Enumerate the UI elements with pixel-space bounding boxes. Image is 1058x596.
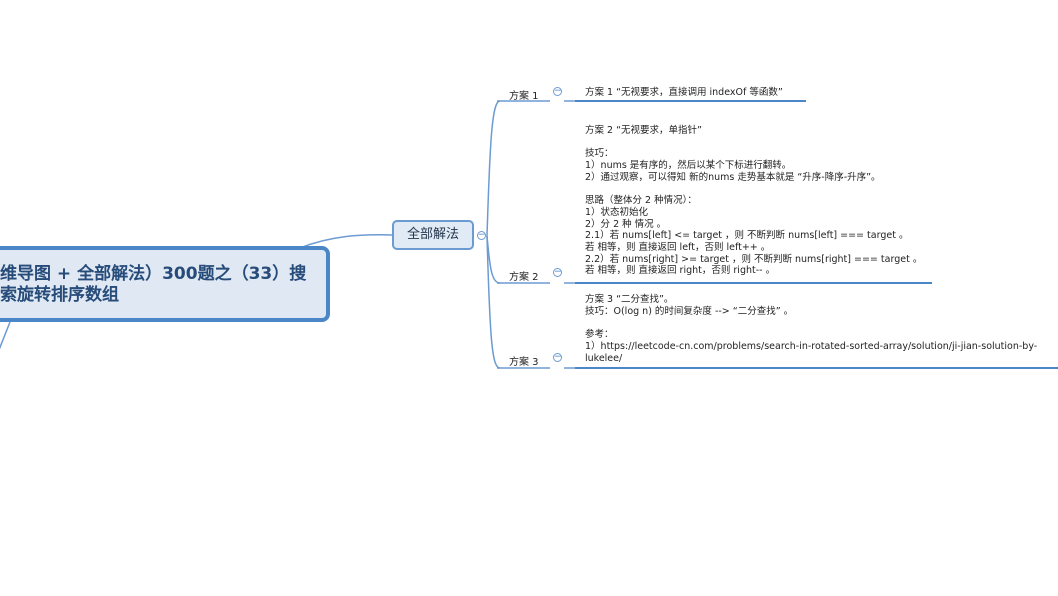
note-line <box>585 317 1037 329</box>
note-line <box>585 184 922 196</box>
note-line: 方案 1 “无视要求，直接调用 indexOf 等函数” <box>585 87 783 98</box>
note-line: 若 相等，则 直接返回 left，否则 left++ 。 <box>585 242 771 253</box>
scheme-1-note[interactable]: 方案 1 “无视要求，直接调用 indexOf 等函数” <box>585 87 783 99</box>
note-line: 若 相等，则 直接返回 right，否则 right-- 。 <box>585 265 776 277</box>
note-line: lukelee/ <box>585 352 623 364</box>
note-line: 1）状态初始化 <box>585 206 649 218</box>
note-line: 2）通过观察，可以得知 新的nums 走势基本就是 “升序-降序-升序”。 <box>585 171 881 183</box>
scheme-1-label[interactable]: 方案 1 <box>509 91 539 102</box>
connector-root-branch <box>299 234 393 249</box>
branch-node-all-solutions[interactable]: 全部解法 <box>392 220 474 250</box>
connector-branch-scheme-3 <box>486 235 501 369</box>
root-topic-node[interactable]: 维导图 + 全部解法）300题之（33）搜 索旋转排序数组 <box>0 246 330 322</box>
connector-root-child <box>0 321 11 350</box>
note-line: 方案 3 “二分查找”。 <box>585 294 674 305</box>
collapse-branch-icon[interactable]: − <box>477 230 486 240</box>
note-line: 思路（整体分 2 种情况）： <box>585 195 697 207</box>
note-line: 1）https://leetcode-cn.com/problems/searc… <box>585 340 1038 352</box>
note-line: 2.1）若 nums[left] <= target ，则 不断判断 nums[… <box>585 230 909 242</box>
note-line <box>585 137 922 149</box>
scheme-2-note[interactable]: 方案 2 “无视要求，单指针” 技巧： 1）nums 是有序的，然后以某个下标进… <box>585 125 922 277</box>
note-line: 参考： <box>585 329 614 341</box>
collapse-scheme-1-icon[interactable]: − <box>553 86 562 96</box>
collapse-scheme-2-icon[interactable]: − <box>553 267 562 277</box>
note-line: 2.2）若 nums[right] >= target ，则 不断判断 nums… <box>585 253 923 265</box>
collapse-scheme-3-icon[interactable]: − <box>553 352 562 362</box>
connector-branch-scheme-1 <box>486 100 501 237</box>
scheme-3-note[interactable]: 方案 3 “二分查找”。 技巧：O(log n) 的时间复杂度 --> “二分查… <box>585 294 1037 364</box>
note-line: 方案 2 “无视要求，单指针” <box>585 125 702 136</box>
note-line: 2）分 2 种 情况 。 <box>585 218 667 230</box>
branch-label: 全部解法 <box>406 227 459 242</box>
scheme-3-label[interactable]: 方案 3 <box>509 357 539 368</box>
note-line: 技巧：O(log n) 的时间复杂度 --> “二分查找” 。 <box>585 305 794 317</box>
root-title-line-1: 维导图 + 全部解法）300题之（33）搜 <box>0 264 307 284</box>
scheme-2-label[interactable]: 方案 2 <box>509 272 539 283</box>
note-line: 1）nums 是有序的，然后以某个下标进行翻转。 <box>585 160 792 172</box>
root-title-line-2: 索旋转排序数组 <box>0 285 119 305</box>
note-line: 技巧： <box>585 148 614 160</box>
